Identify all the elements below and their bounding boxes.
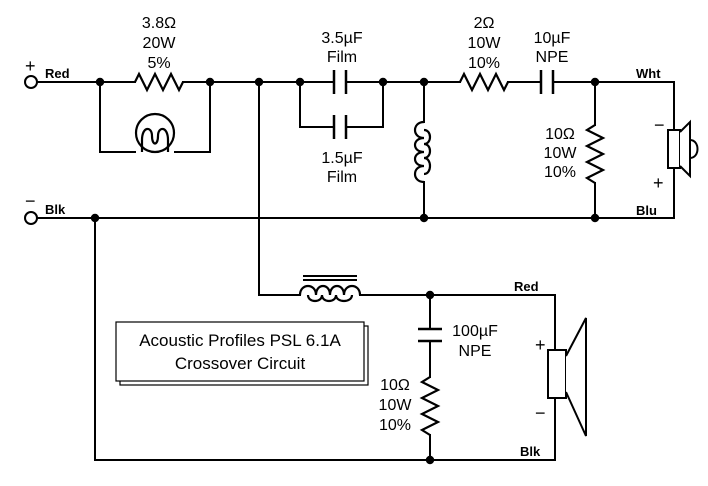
tweeter-icon (667, 119, 699, 179)
title-box: Acoustic Profiles PSL 6.1A Crossover Cir… (115, 321, 369, 386)
wires (37, 81, 675, 461)
cap-1u5-value: 1.5µF (321, 150, 362, 167)
resistor-10r-shunt: 10Ω 10W 10% (544, 124, 606, 184)
resistor-2r-power: 10W (468, 35, 502, 52)
input-terminals: + Red − Blk (24, 56, 70, 225)
input-blk-label: Blk (45, 202, 66, 217)
woofer-plus-sign: + (535, 335, 546, 355)
junction-dots (90, 77, 600, 465)
capacitor-10u-npe: 10µF NPE (534, 30, 571, 94)
cap-10u-value: 10µF (534, 30, 571, 47)
cap-100u-type: NPE (459, 343, 492, 360)
input-plus-sign: + (25, 56, 36, 76)
tweeter-plus-sign: + (653, 173, 664, 193)
title-line-2: Crossover Circuit (175, 354, 306, 373)
lamp-icon (134, 112, 176, 154)
resistor-2r: 2Ω 10W 10% (459, 15, 509, 93)
shunt-resistor-power: 10W (544, 145, 578, 162)
cap-10u-type: NPE (536, 49, 569, 66)
tweeter-minus-sign: − (654, 115, 665, 135)
resistor-10r-woofer: 10Ω 10W 10% (379, 376, 441, 436)
input-minus-sign: − (25, 191, 36, 211)
negative-terminal (24, 211, 38, 225)
woofer-icon (547, 317, 587, 437)
resistor-2r-value: 2Ω (474, 15, 495, 32)
inductor-shunt-icon (413, 120, 432, 184)
cap-1u5-type: Film (327, 169, 357, 186)
cap-100u-value: 100µF (452, 323, 498, 340)
tweeter-wht-label: Wht (636, 66, 661, 81)
woofer-resistor-power: 10W (379, 397, 413, 414)
shunt-resistor-value: 10Ω (545, 126, 575, 143)
positive-terminal (24, 75, 38, 89)
capacitor-1u5-film: 1.5µF Film (321, 115, 363, 186)
woofer-blk-label: Blk (520, 444, 541, 459)
series-resistor-tolerance: 5% (147, 55, 170, 72)
series-resistor-3r8: 3.8Ω 20W 5% (134, 15, 184, 93)
input-red-label: Red (45, 66, 70, 81)
woofer-resistor-value: 10Ω (380, 377, 410, 394)
series-resistor-power: 20W (143, 35, 177, 52)
tweeter-blu-label: Blu (636, 203, 657, 218)
title-line-1: Acoustic Profiles PSL 6.1A (139, 331, 341, 350)
cap-3u5-value: 3.5µF (321, 30, 362, 47)
capacitor-3u5-film: 3.5µF Film (321, 30, 363, 94)
woofer-minus-sign: − (535, 403, 546, 423)
woofer-resistor-tolerance: 10% (379, 417, 411, 434)
woofer-red-label: Red (514, 279, 539, 294)
inductor-series-icon (298, 275, 362, 303)
resistor-2r-tolerance: 10% (468, 55, 500, 72)
cap-3u5-type: Film (327, 49, 357, 66)
shunt-resistor-tolerance: 10% (544, 164, 576, 181)
series-resistor-value: 3.8Ω (142, 15, 176, 32)
capacitor-100u-npe: 100µF NPE (418, 323, 498, 360)
